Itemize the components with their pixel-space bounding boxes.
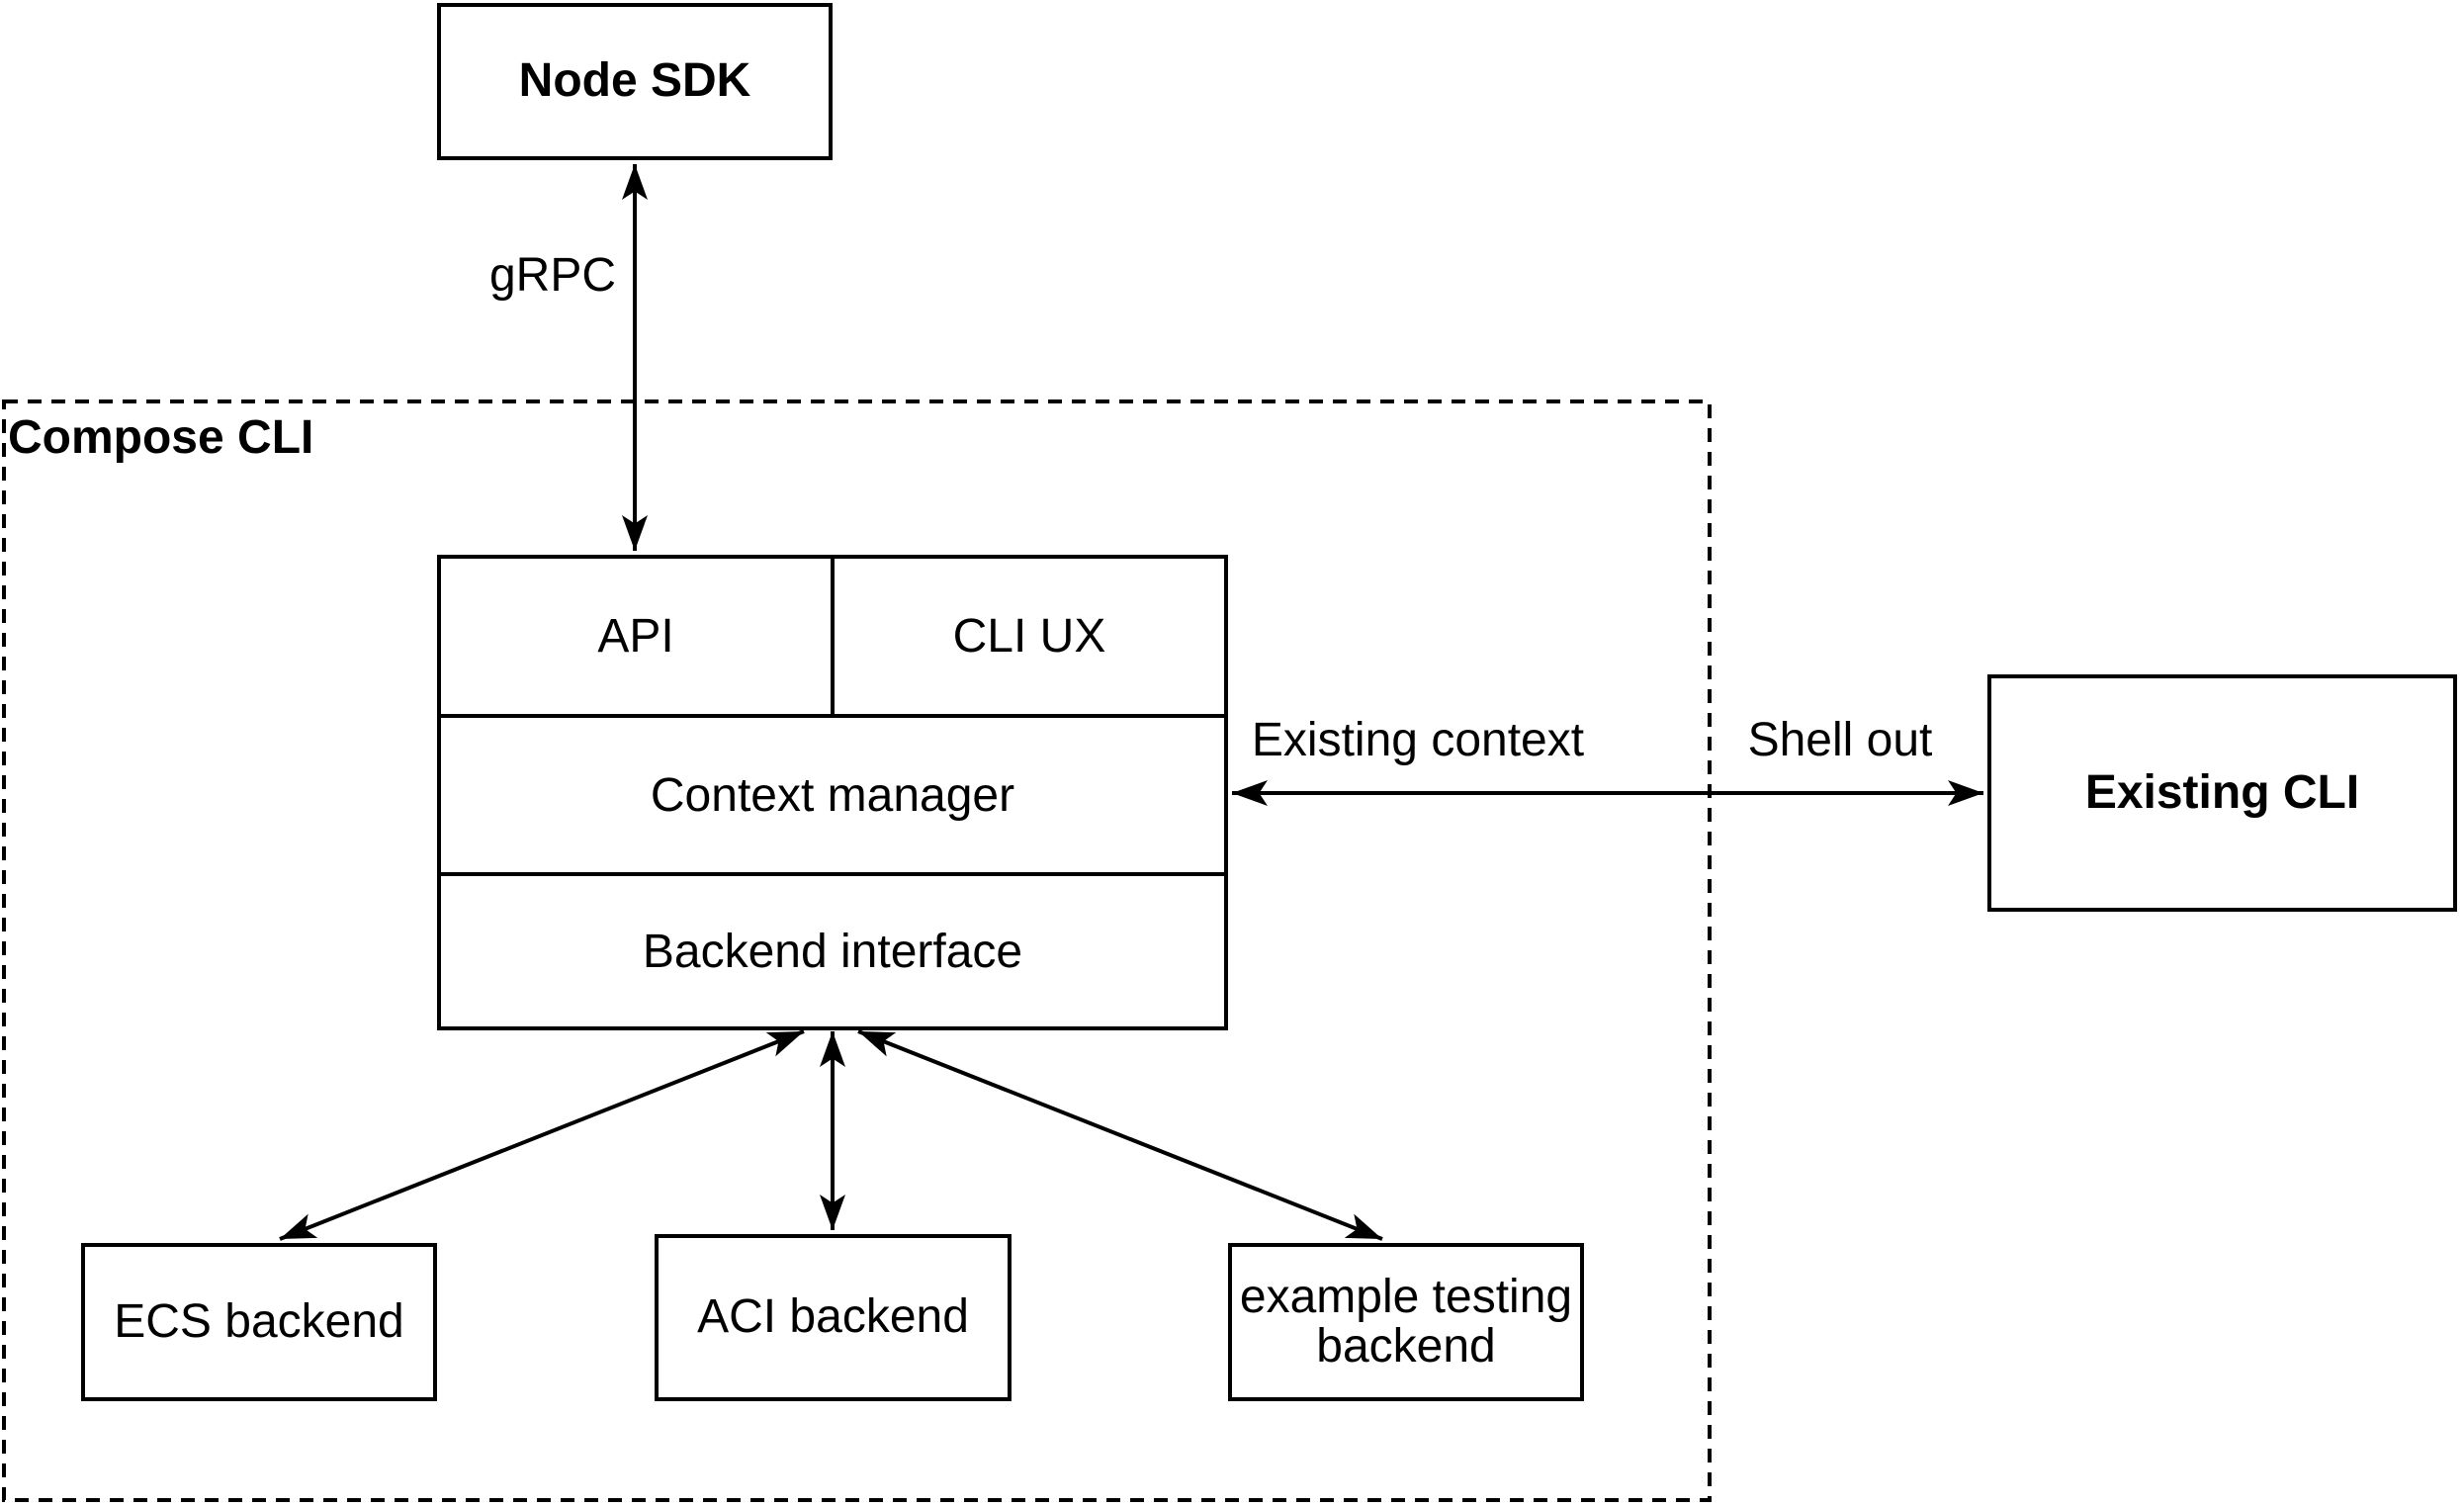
node-sdk-box: Node SDK bbox=[437, 3, 833, 160]
backend-interface-label: Backend interface bbox=[642, 925, 1023, 978]
example-testing-backend-box: example testing backend bbox=[1228, 1243, 1584, 1401]
api-box: API bbox=[441, 559, 835, 714]
compose-cli-stack: API CLI UX Context manager Backend inter… bbox=[437, 555, 1228, 1030]
api-label: API bbox=[597, 610, 674, 663]
compose-cli-group-border bbox=[2, 399, 1712, 1502]
compose-cli-group-label: Compose CLI bbox=[8, 411, 314, 464]
existing-cli-box: Existing CLI bbox=[1987, 674, 2457, 912]
ecs-backend-box: ECS backend bbox=[81, 1243, 437, 1401]
context-manager-box: Context manager bbox=[441, 714, 1224, 872]
shell-out-edge-label: Shell out bbox=[1747, 714, 1933, 766]
example-testing-backend-connector bbox=[857, 1029, 1383, 1241]
existing-cli-label: Existing CLI bbox=[2084, 765, 2360, 819]
aci-backend-label: ACI backend bbox=[697, 1290, 969, 1344]
ecs-backend-connector bbox=[279, 1029, 805, 1241]
example-testing-backend-label: example testing backend bbox=[1239, 1270, 1573, 1373]
aci-backend-box: ACI backend bbox=[655, 1234, 1012, 1401]
context-manager-label: Context manager bbox=[650, 768, 1015, 822]
stack-top-row: API CLI UX bbox=[441, 559, 1224, 714]
ecs-backend-label: ECS backend bbox=[114, 1294, 404, 1348]
cli-ux-box: CLI UX bbox=[835, 559, 1224, 714]
cli-ux-label: CLI UX bbox=[952, 610, 1106, 663]
grpc-edge-label: gRPC bbox=[488, 249, 617, 302]
backend-interface-box: Backend interface bbox=[441, 872, 1224, 1026]
existing-context-edge-label: Existing context bbox=[1251, 714, 1585, 766]
node-sdk-label: Node SDK bbox=[518, 54, 751, 108]
